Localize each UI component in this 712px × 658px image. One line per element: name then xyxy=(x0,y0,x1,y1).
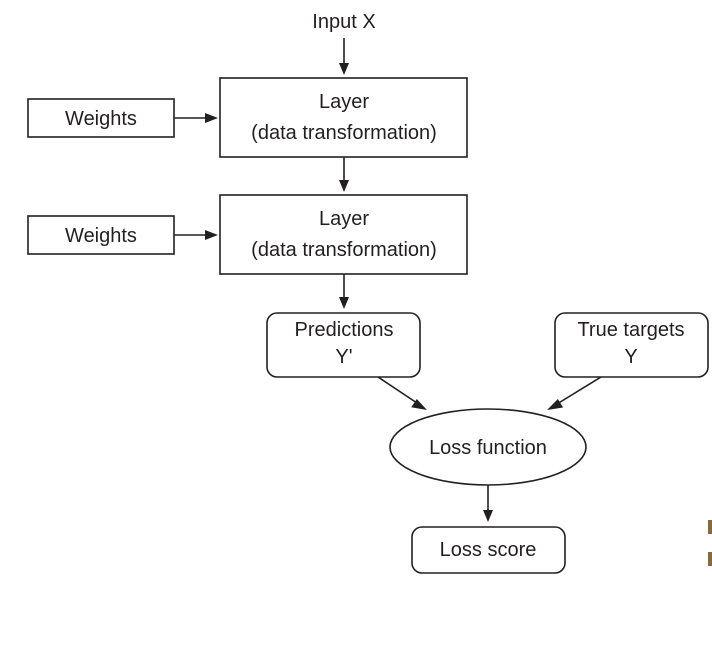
layer2-subtitle: (data transformation) xyxy=(251,239,437,261)
layer1-subtitle: (data transformation) xyxy=(251,122,437,144)
layer2-box: Layer (data transformation) xyxy=(219,194,468,275)
predictions-symbol: Y' xyxy=(335,346,352,368)
predictions-box: Predictions Y' xyxy=(266,312,421,378)
arrow-weights2-to-layer2 xyxy=(174,230,218,240)
layer2-title: Layer xyxy=(319,208,369,230)
arrow-loss-to-score xyxy=(483,485,493,522)
input-label: Input X xyxy=(312,11,375,33)
weights1-label: Weights xyxy=(65,108,137,130)
true-targets-title: True targets xyxy=(577,319,684,341)
layer1-box: Layer (data transformation) xyxy=(219,77,468,158)
layer1-title: Layer xyxy=(319,91,369,113)
cropped-edge-marks xyxy=(708,520,712,566)
predictions-title: Predictions xyxy=(295,319,394,341)
arrow-weights1-to-layer1 xyxy=(174,113,218,123)
arrow-layer2-to-predictions xyxy=(339,274,349,309)
loss-score-box: Loss score xyxy=(411,526,566,574)
weights1-box: Weights xyxy=(27,98,175,138)
arrow-predictions-to-loss xyxy=(377,376,427,410)
arrow-layer1-to-layer2 xyxy=(339,157,349,192)
loss-function-node: Loss function xyxy=(389,408,587,486)
loss-score-label: Loss score xyxy=(440,539,537,561)
weights2-label: Weights xyxy=(65,225,137,247)
loss-function-label: Loss function xyxy=(429,437,547,459)
true-targets-box: True targets Y xyxy=(554,312,709,378)
true-targets-symbol: Y xyxy=(624,346,637,368)
weights2-box: Weights xyxy=(27,215,175,255)
arrow-input-to-layer1 xyxy=(339,38,349,75)
arrow-targets-to-loss xyxy=(547,376,602,410)
